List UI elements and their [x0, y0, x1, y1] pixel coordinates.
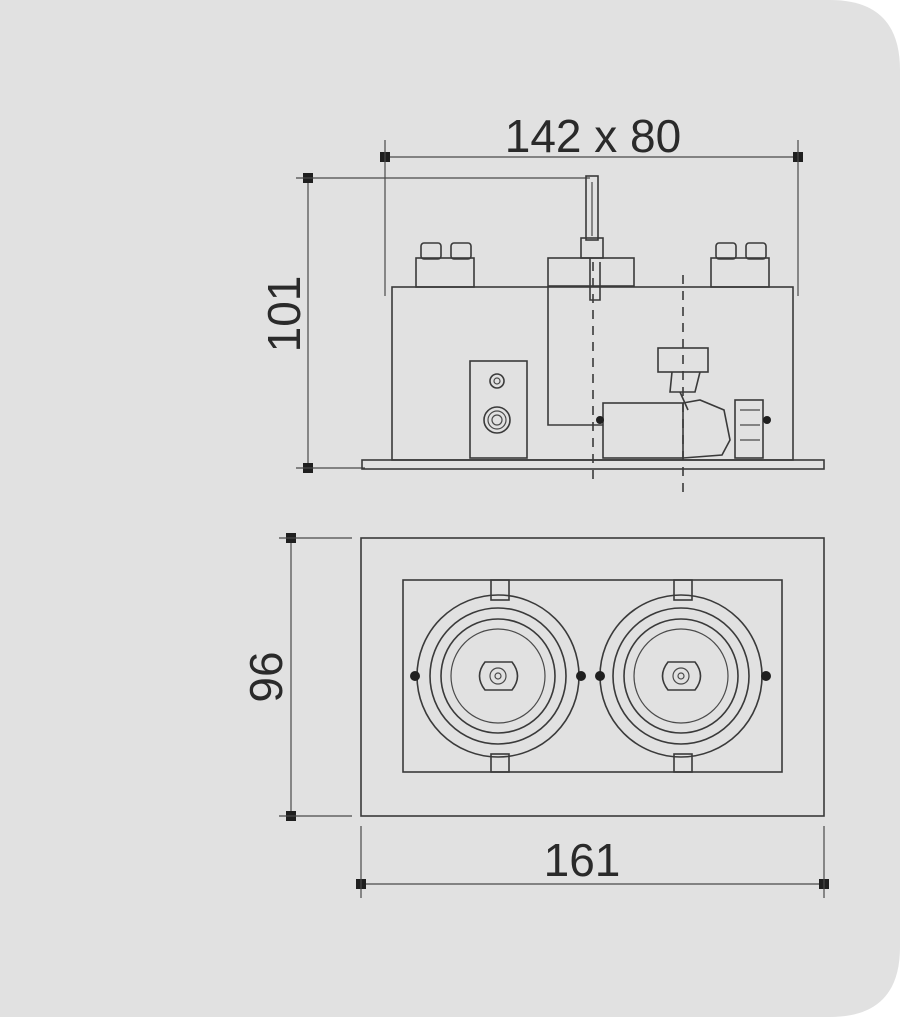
length-dimension-line: [356, 826, 829, 898]
depth-dimension-line: [279, 533, 352, 821]
outer-frame: [360, 537, 825, 817]
top-view: 96: [240, 533, 829, 898]
height-dimension-label: 101: [258, 276, 310, 353]
length-dimension-label: 161: [544, 834, 621, 886]
internal-bracket: [547, 286, 603, 426]
terminal-block-right: [710, 242, 770, 288]
lamp-left: [410, 579, 586, 773]
cutout-dimension-line: [380, 140, 803, 296]
depth-dimension-label: 96: [240, 651, 292, 702]
cutout-dimension-label: 142 x 80: [505, 110, 681, 162]
inner-frame: [402, 579, 783, 773]
terminal-block-left: [415, 242, 475, 288]
side-view: 142 x 80 101: [258, 110, 825, 492]
connector-plate: [469, 360, 528, 459]
mounting-spring-clip: [547, 175, 635, 301]
height-dimension-line: [296, 173, 590, 473]
lamp-module: [596, 347, 771, 459]
lamp-right: [595, 579, 771, 773]
